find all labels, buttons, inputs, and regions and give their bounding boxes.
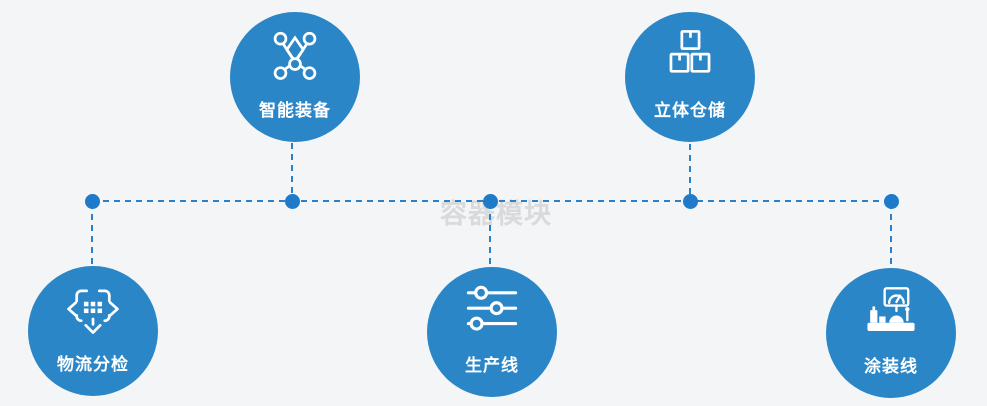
- stacked-boxes-icon: [669, 30, 711, 73]
- junction-dot-production: [482, 193, 498, 209]
- connector-branch-logistics: [91, 203, 93, 266]
- junction-dot-coating: [883, 193, 899, 209]
- node-logistics-sorting: 物流分检: [28, 266, 158, 396]
- node-label: 立体仓储: [654, 101, 726, 121]
- node-coating-line: 涂装线: [826, 268, 956, 398]
- machine-icon: [867, 287, 915, 331]
- connector-branch-production: [489, 203, 491, 267]
- node-production-line: 生产线: [427, 267, 557, 397]
- connector-branch-warehouse: [689, 144, 691, 200]
- node-label: 物流分检: [57, 355, 129, 375]
- node-label: 智能装备: [259, 101, 331, 121]
- connector-branch-smart-equipment: [291, 143, 293, 200]
- move-sort-icon: [67, 289, 119, 334]
- network-icon: [273, 31, 317, 80]
- junction-dot-smart-equipment: [284, 193, 300, 209]
- junction-dot-logistics: [84, 193, 100, 209]
- node-label: 生产线: [465, 356, 519, 376]
- node-label: 涂装线: [864, 357, 918, 377]
- sliders-icon: [466, 285, 518, 331]
- junction-dot-warehouse: [682, 193, 698, 209]
- node-smart-equipment: 智能装备: [230, 12, 360, 142]
- connector-branch-coating: [890, 203, 892, 268]
- node-stereo-warehouse: 立体仓储: [625, 12, 755, 142]
